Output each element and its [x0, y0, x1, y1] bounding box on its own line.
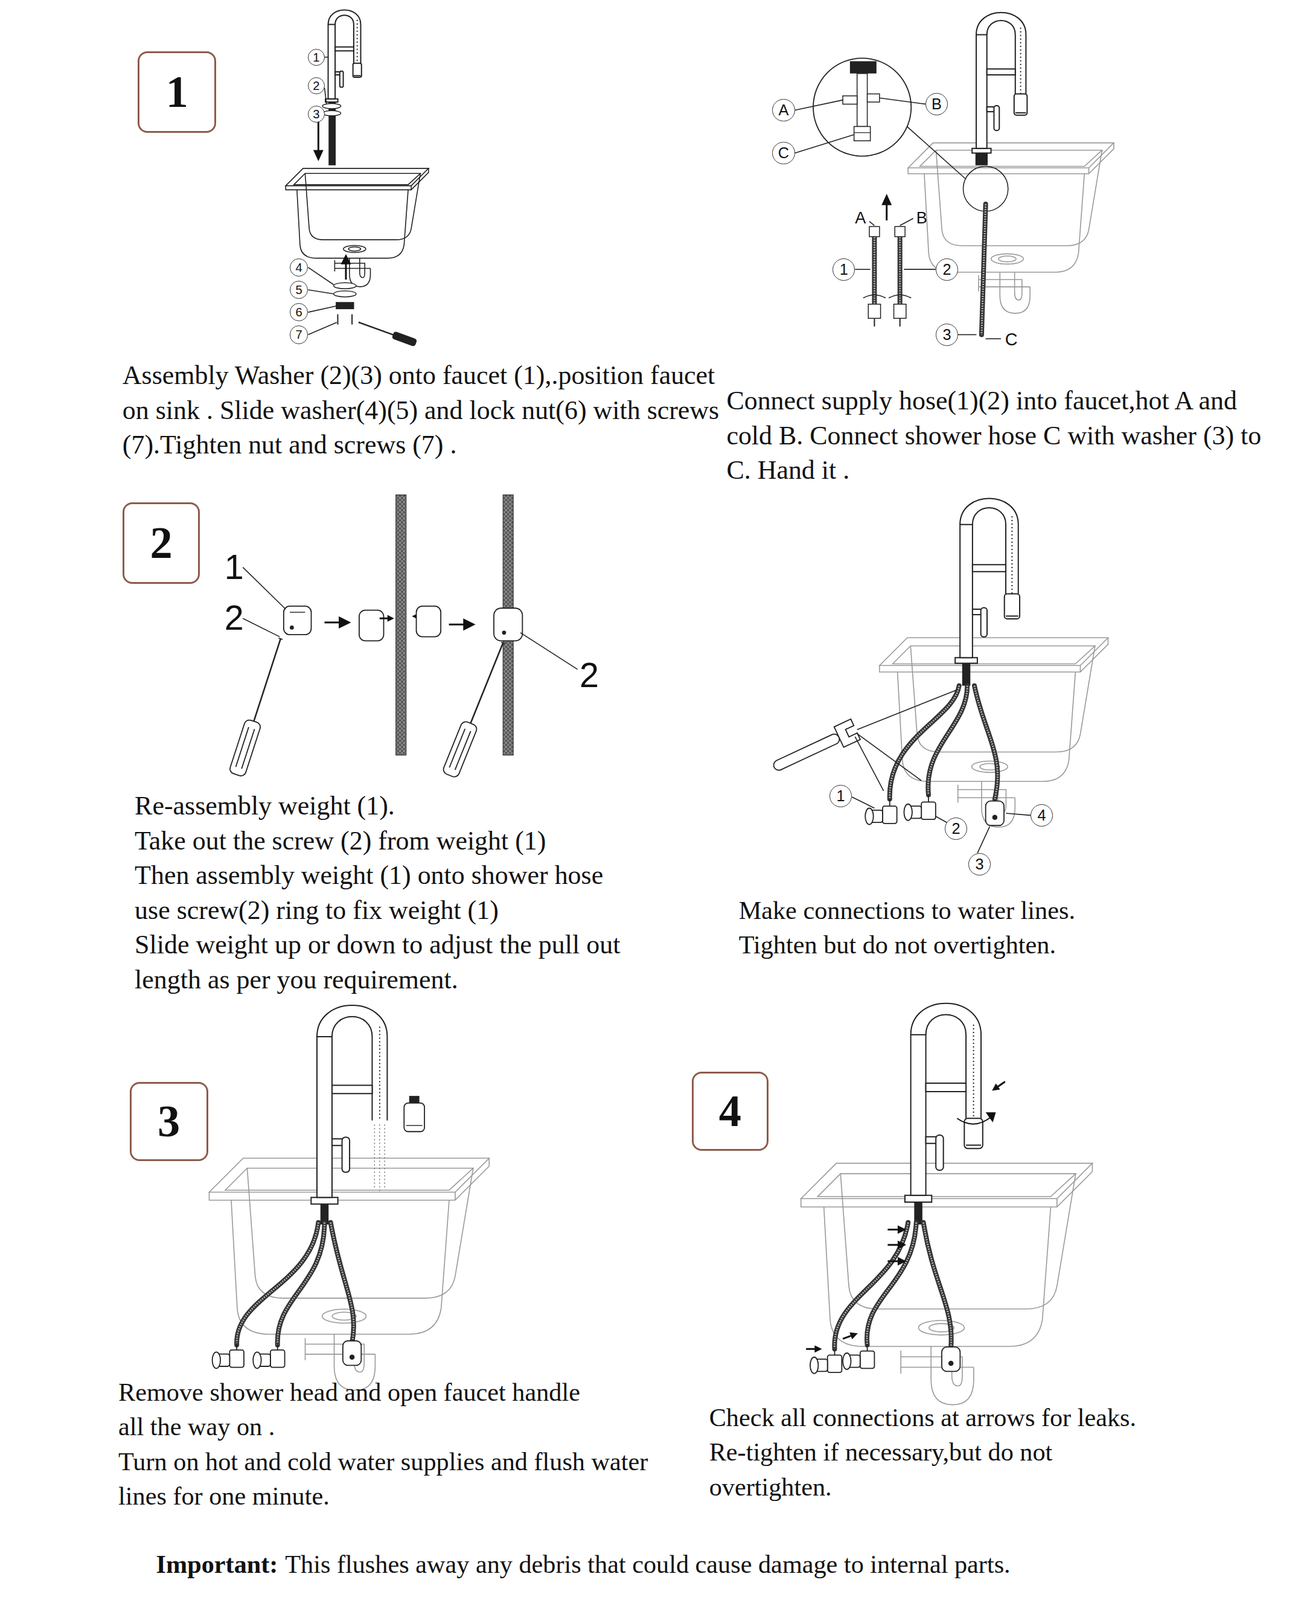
- callout-circle: C: [772, 141, 795, 165]
- callout-number: 4: [1037, 807, 1047, 823]
- instruction-text: Check all connections at arrows for leak…: [709, 1399, 1137, 1435]
- step-number: 1: [166, 69, 189, 115]
- callout-circle: B: [925, 92, 948, 116]
- hose-letter: B: [916, 208, 928, 229]
- callout-circle: 3: [935, 323, 959, 346]
- step-number-box: 2: [122, 502, 200, 584]
- callout-circle: 1: [829, 784, 852, 808]
- callout-number: 1: [836, 788, 846, 804]
- callout-number: 3: [942, 327, 951, 343]
- callout-number: 3: [974, 856, 984, 872]
- callout-circle: 2: [944, 817, 968, 840]
- hose-letter: A: [854, 208, 866, 229]
- step-number-box: 4: [691, 1071, 769, 1152]
- callout-number: 2: [942, 262, 951, 278]
- instruction-text: use screw(2) ring to fix weight (1): [134, 892, 499, 928]
- callout-circle: 1: [307, 48, 325, 66]
- instruction-text: Turn on hot and cold water supplies and …: [118, 1444, 670, 1514]
- callout-number: 6: [295, 306, 303, 319]
- instruction-text: Then assembly weight (1) onto shower hos…: [134, 857, 604, 893]
- callout-number: 5: [295, 283, 303, 296]
- instruction-text: Take out the screw (2) from weight (1): [134, 823, 546, 858]
- note-text: This flushes away any debris that could …: [284, 1546, 1010, 1582]
- callout-circle: A: [772, 99, 795, 122]
- instruction-text: Remove shower head and open faucet handl…: [118, 1374, 588, 1445]
- step-number: 2: [149, 520, 173, 566]
- callout-circle: 1: [832, 258, 855, 281]
- callout-circle: 7: [289, 325, 308, 344]
- step-number-box: 1: [137, 51, 217, 133]
- step-number: 3: [157, 1098, 180, 1144]
- callout-number: C: [778, 145, 790, 161]
- part-number: 1: [224, 546, 244, 589]
- callout-circle: 6: [289, 303, 308, 322]
- instruction-text: Connect supply hose(1)(2) into faucet,ho…: [726, 383, 1268, 488]
- callout-number: 1: [312, 51, 320, 64]
- callout-number: B: [931, 96, 942, 112]
- callout-circle: 4: [289, 258, 308, 277]
- callout-number: 2: [312, 79, 320, 92]
- part-number: 2: [224, 597, 244, 639]
- callout-number: 4: [295, 261, 303, 274]
- callout-circle: 3: [968, 853, 991, 876]
- callout-number: 7: [295, 328, 303, 341]
- callout-circle: 3: [307, 105, 325, 123]
- callout-number: A: [778, 102, 790, 118]
- callout-circle: 4: [1030, 804, 1053, 827]
- instruction-text: Tighten but do not overtighten.: [738, 927, 1056, 962]
- instruction-text: Re-assembly weight (1).: [134, 788, 395, 823]
- callout-circle: 2: [307, 77, 325, 95]
- instruction-text: Slide weight up or down to adjust the pu…: [134, 927, 686, 997]
- hose-letter: C: [1005, 328, 1018, 351]
- instruction-text: Assembly Washer (2)(3) onto faucet (1),.…: [122, 357, 725, 462]
- instruction-text: Make connections to water lines.: [738, 892, 1076, 928]
- part-number: 2: [579, 655, 599, 697]
- callout-circle: 5: [289, 280, 308, 299]
- callout-number: 3: [312, 108, 320, 121]
- instruction-text: Re-tighten if necessary,but do not overt…: [709, 1434, 1118, 1504]
- callout-number: 1: [839, 262, 849, 278]
- callout-number: 2: [952, 821, 961, 837]
- step-number: 4: [719, 1088, 742, 1134]
- step-number-box: 3: [129, 1081, 209, 1162]
- note-heading: Important:: [156, 1546, 279, 1582]
- callout-circle: 2: [935, 258, 959, 281]
